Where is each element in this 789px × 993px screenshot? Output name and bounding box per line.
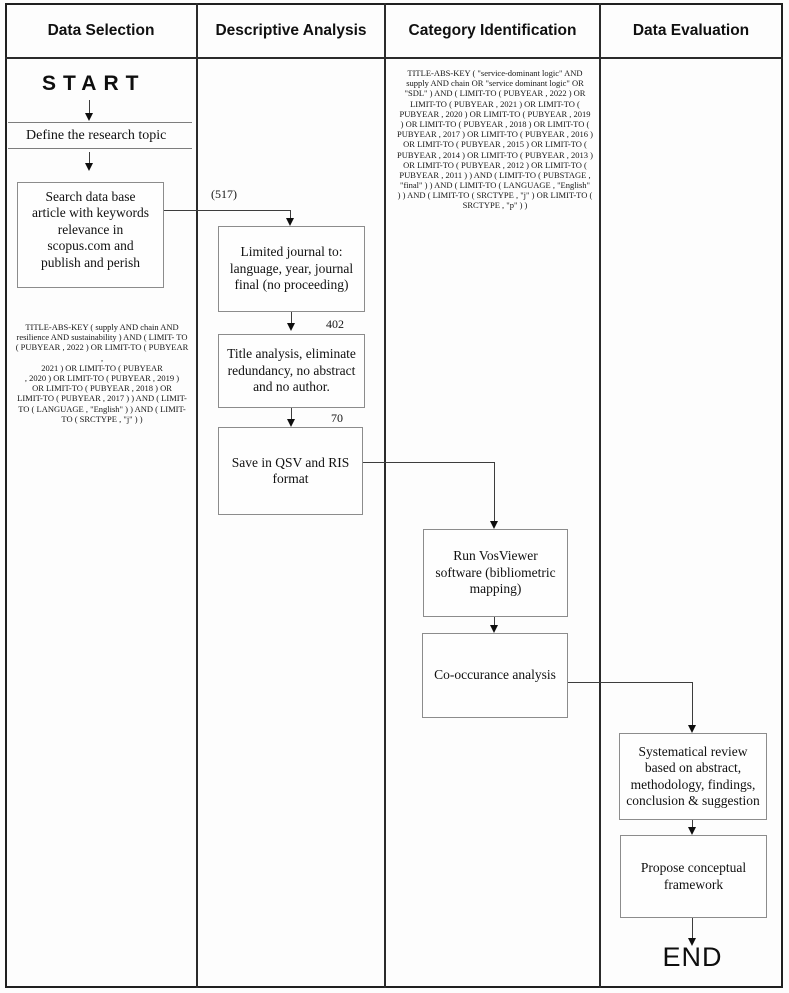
column-header-category-identification: Category Identification bbox=[408, 22, 577, 39]
connector-line bbox=[494, 462, 495, 522]
record-count-70: 70 bbox=[331, 411, 343, 425]
connector-line bbox=[692, 682, 693, 726]
outer-border bbox=[5, 3, 783, 988]
arrow-down-icon bbox=[688, 725, 696, 733]
define-strip-bottom-line bbox=[8, 148, 192, 149]
propose-framework-box: Propose conceptual framework bbox=[620, 835, 767, 918]
define-research-topic-step: Define the research topic bbox=[26, 128, 167, 143]
arrow-line bbox=[291, 408, 292, 419]
arrow-down-icon bbox=[85, 113, 93, 121]
arrow-down-icon bbox=[287, 419, 295, 427]
arrow-line bbox=[89, 152, 90, 164]
scopus-query-category-identification: TITLE-ABS-KEY ( "service-dominant logic"… bbox=[397, 68, 593, 211]
arrow-down-icon bbox=[490, 625, 498, 633]
limited-journal-box: Limited journal to: language, year, jour… bbox=[218, 226, 365, 312]
systematical-review-box: Systematical review based on abstract, m… bbox=[619, 733, 767, 820]
define-strip-top-line bbox=[8, 122, 192, 123]
column-divider-3 bbox=[599, 3, 601, 988]
column-divider-1 bbox=[196, 3, 198, 988]
column-divider-2 bbox=[384, 3, 386, 988]
connector-line bbox=[568, 682, 693, 683]
column-header-descriptive-analysis: Descriptive Analysis bbox=[215, 22, 367, 39]
arrow-down-icon bbox=[688, 938, 696, 946]
arrow-down-icon bbox=[688, 827, 696, 835]
arrow-line bbox=[89, 100, 90, 114]
vosviewer-box: Run VosViewer software (bibliometric map… bbox=[423, 529, 568, 617]
end-terminal: END bbox=[662, 942, 723, 972]
start-terminal: START bbox=[42, 72, 146, 95]
scopus-query-data-selection: TITLE-ABS-KEY ( supply AND chain AND res… bbox=[15, 322, 189, 424]
column-header-data-evaluation: Data Evaluation bbox=[632, 22, 750, 39]
connector-line bbox=[363, 462, 495, 463]
arrow-down-icon bbox=[85, 163, 93, 171]
arrow-line bbox=[494, 617, 495, 626]
record-count-402: 402 bbox=[326, 317, 344, 331]
connector-line bbox=[290, 210, 291, 219]
header-separator bbox=[5, 57, 783, 59]
arrow-line bbox=[692, 918, 693, 939]
record-count-517: (517) bbox=[211, 187, 237, 201]
arrow-line bbox=[692, 820, 693, 828]
search-database-box: Search data base article with keywords r… bbox=[17, 182, 164, 288]
title-analysis-box: Title analysis, eliminate redundancy, no… bbox=[218, 334, 365, 408]
connector-line bbox=[164, 210, 291, 211]
arrow-down-icon bbox=[490, 521, 498, 529]
save-format-box: Save in QSV and RIS format bbox=[218, 427, 363, 515]
arrow-down-icon bbox=[286, 218, 294, 226]
arrow-down-icon bbox=[287, 323, 295, 331]
column-header-data-selection: Data Selection bbox=[47, 22, 155, 39]
co-occurrence-box: Co-occurance analysis bbox=[422, 633, 568, 718]
arrow-line bbox=[291, 312, 292, 324]
